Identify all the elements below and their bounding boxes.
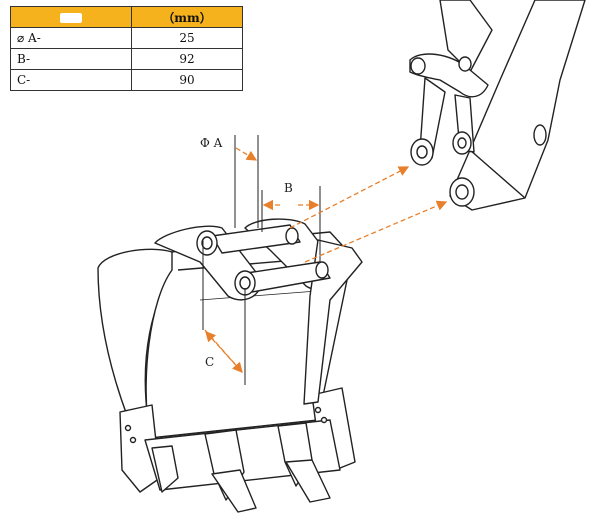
row-value-c: 90 <box>131 69 243 91</box>
redacted-mark <box>60 12 82 23</box>
table-row: ⌀ A- 25 <box>10 27 243 49</box>
dimension-lines <box>202 135 321 385</box>
header-label-cell <box>10 6 132 28</box>
label-dim-b: B <box>284 181 293 195</box>
header-unit-cell: （mm） <box>131 6 243 28</box>
bucket <box>97 218 363 513</box>
label-dim-a: Φ A <box>200 136 223 150</box>
dimension-arrows <box>204 147 448 373</box>
header-unit: （mm） <box>162 10 212 25</box>
table-row: C- 90 <box>10 69 243 91</box>
spec-table: （mm） ⌀ A- 25 B- 92 C- 90 <box>10 6 243 91</box>
excavator-arm <box>409 0 586 211</box>
table-header-row: （mm） <box>10 6 243 28</box>
label-dim-c: C <box>205 355 214 369</box>
